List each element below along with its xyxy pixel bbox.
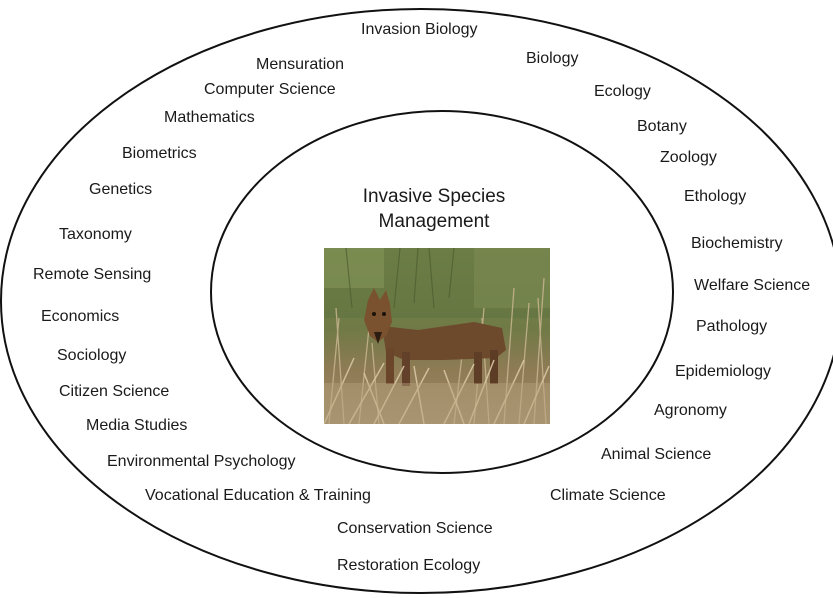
label-agronomy: Agronomy xyxy=(654,402,727,419)
label-ethology: Ethology xyxy=(684,188,747,205)
label-citizen-science: Citizen Science xyxy=(59,383,170,400)
label-ecology: Ecology xyxy=(594,83,651,100)
label-sociology: Sociology xyxy=(57,347,127,364)
label-economics: Economics xyxy=(41,308,120,325)
label-zoology: Zoology xyxy=(660,149,717,166)
outer-ellipse xyxy=(0,8,833,594)
label-computer-science: Computer Science xyxy=(204,81,336,98)
label-vocational-education-training: Vocational Education & Training xyxy=(145,487,371,504)
dingo-in-grass-photo xyxy=(324,248,550,424)
center-title: Invasive Species Management xyxy=(334,184,534,234)
label-biochemistry: Biochemistry xyxy=(691,235,783,252)
dingo-photo xyxy=(324,248,550,424)
label-media-studies: Media Studies xyxy=(86,417,188,434)
label-climate-science: Climate Science xyxy=(550,487,666,504)
center-title-line1: Invasive Species xyxy=(362,186,506,207)
label-animal-science: Animal Science xyxy=(601,446,712,463)
label-invasion-biology: Invasion Biology xyxy=(361,21,478,38)
label-biometrics: Biometrics xyxy=(122,145,197,162)
label-conservation-science: Conservation Science xyxy=(337,520,493,537)
label-genetics: Genetics xyxy=(89,181,153,198)
label-restoration-ecology: Restoration Ecology xyxy=(337,557,481,574)
label-remote-sensing: Remote Sensing xyxy=(33,266,152,283)
label-botany: Botany xyxy=(637,118,687,135)
inner-ellipse xyxy=(210,110,674,474)
label-environmental-psychology: Environmental Psychology xyxy=(107,453,296,470)
label-biology: Biology xyxy=(526,50,579,67)
label-welfare-science: Welfare Science xyxy=(694,277,811,294)
label-mensuration: Mensuration xyxy=(256,56,345,73)
label-pathology: Pathology xyxy=(696,318,768,335)
label-epidemiology: Epidemiology xyxy=(675,363,772,380)
label-taxonomy: Taxonomy xyxy=(59,226,132,243)
center-title-line2: Management xyxy=(378,211,490,232)
label-mathematics: Mathematics xyxy=(164,109,255,126)
